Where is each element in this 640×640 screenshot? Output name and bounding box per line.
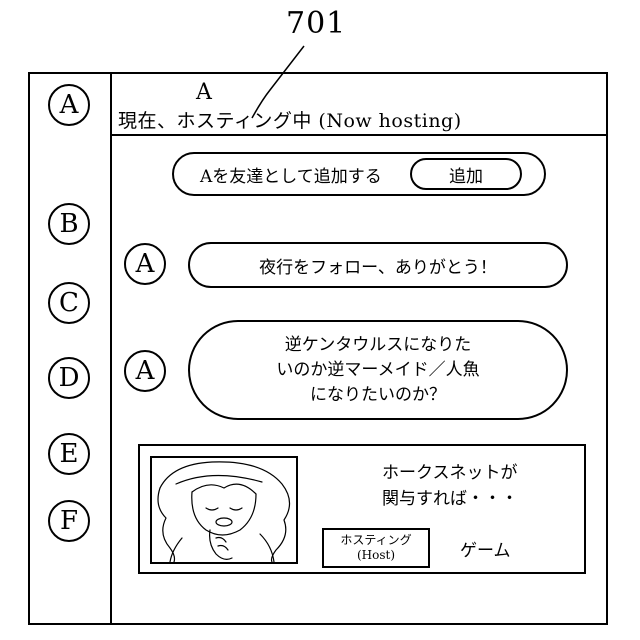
stream-category: ゲーム	[460, 536, 511, 561]
host-name: A	[196, 80, 212, 105]
sidebar-item-c[interactable]: C	[48, 282, 90, 324]
sidebar-item-a[interactable]: A	[48, 84, 90, 126]
sidebar-item-f[interactable]: F	[48, 500, 90, 542]
streamer-illustration	[152, 458, 296, 562]
stream-thumbnail[interactable]	[150, 456, 298, 564]
host-badge-label: ホスティング	[340, 533, 411, 548]
hosting-status: 現在、ホスティング中 (Now hosting)	[118, 106, 462, 133]
host-badge[interactable]: ホスティング (Host)	[322, 528, 430, 568]
add-friend-text: Aを友達として追加する	[200, 162, 382, 187]
chat-message: 夜行をフォロー、ありがとう！	[188, 242, 568, 288]
stream-title: ホークスネットが 関与すれば・・・	[382, 460, 518, 512]
sidebar	[28, 72, 112, 625]
sidebar-item-b[interactable]: B	[48, 203, 90, 245]
add-friend-button[interactable]: 追加	[410, 158, 522, 190]
chat-message: 逆ケンタウルスになりた いのか逆マーメイド／人魚 になりたいのか？	[188, 320, 568, 420]
sidebar-item-d[interactable]: D	[48, 357, 90, 399]
sidebar-item-e[interactable]: E	[48, 433, 90, 475]
host-badge-sublabel: (Host)	[357, 548, 395, 563]
avatar[interactable]: A	[124, 243, 166, 285]
avatar[interactable]: A	[124, 350, 166, 392]
